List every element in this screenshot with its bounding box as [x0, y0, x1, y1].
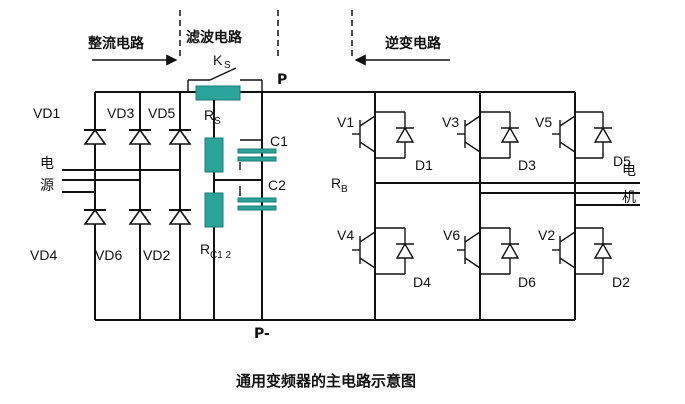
- label-d6: D6: [518, 274, 536, 290]
- label-v4: V4: [337, 227, 354, 243]
- section-filter: 滤波电路: [186, 29, 243, 46]
- label-v1: V1: [337, 114, 354, 130]
- label-c1: C1: [270, 133, 288, 149]
- capacitor-c1-plate-top: [237, 148, 277, 154]
- label-p-plus: P: [277, 72, 287, 88]
- label-vd1: VD1: [33, 105, 60, 121]
- label-ks-sub: S: [224, 60, 231, 71]
- diode-vd4: [83, 208, 107, 225]
- label-vd5: VD5: [148, 105, 175, 121]
- diode-vd5: [168, 128, 192, 145]
- igbt-v4: [352, 227, 415, 275]
- resistor-rs: [195, 85, 241, 101]
- section-rectifier: 整流电路: [87, 35, 145, 52]
- label-v2: V2: [538, 227, 555, 243]
- resistor-rc2: [204, 192, 224, 228]
- label-vd3: VD3: [107, 105, 134, 121]
- capacitor-c2-plate-top: [237, 197, 277, 203]
- diagram-caption: 通用变频器的主电路示意图: [236, 372, 416, 390]
- label-rc12: R: [200, 241, 210, 257]
- igbt-v6: [457, 227, 520, 275]
- section-inverter: 逆变电路: [385, 35, 442, 52]
- label-d1: D1: [415, 157, 433, 173]
- capacitor-c1-plate-bottom: [237, 156, 277, 162]
- label-v3: V3: [442, 114, 459, 130]
- diode-vd1: [83, 128, 107, 145]
- label-vd2: VD2: [143, 247, 170, 263]
- label-rs: R: [204, 107, 214, 123]
- label-source-1: 电: [40, 156, 54, 172]
- igbt-v2: [552, 227, 613, 275]
- igbt-v3: [457, 111, 520, 159]
- ks-blade: [209, 67, 237, 81]
- label-d3: D3: [518, 157, 536, 173]
- label-rb-sub: B: [341, 184, 348, 195]
- label-d5: D5: [613, 153, 631, 169]
- label-rs-sub: S: [214, 116, 221, 127]
- label-vd6: VD6: [95, 247, 122, 263]
- resistor-rc1: [204, 137, 224, 173]
- label-d2: D2: [612, 274, 630, 290]
- igbt-v1: [352, 111, 415, 159]
- diode-vd3: [128, 128, 152, 145]
- label-motor-2: 机: [622, 190, 636, 206]
- label-vd4: VD4: [30, 247, 57, 263]
- label-motor-1: 电: [622, 163, 636, 179]
- label-c2: C2: [268, 177, 286, 193]
- capacitor-c2-plate-bottom: [237, 205, 277, 211]
- label-ks: K: [213, 52, 223, 68]
- igbt-v5: [552, 111, 613, 159]
- label-v5: V5: [535, 114, 552, 130]
- label-d4: D4: [413, 274, 431, 290]
- label-v6: V6: [443, 227, 460, 243]
- diode-vd6: [128, 208, 152, 225]
- label-p-minus: P-: [254, 326, 270, 342]
- label-rb: R: [331, 175, 341, 191]
- diode-vd2: [168, 208, 192, 225]
- label-rc12-sub: C1 2: [210, 250, 232, 261]
- label-source-2: 源: [40, 178, 54, 194]
